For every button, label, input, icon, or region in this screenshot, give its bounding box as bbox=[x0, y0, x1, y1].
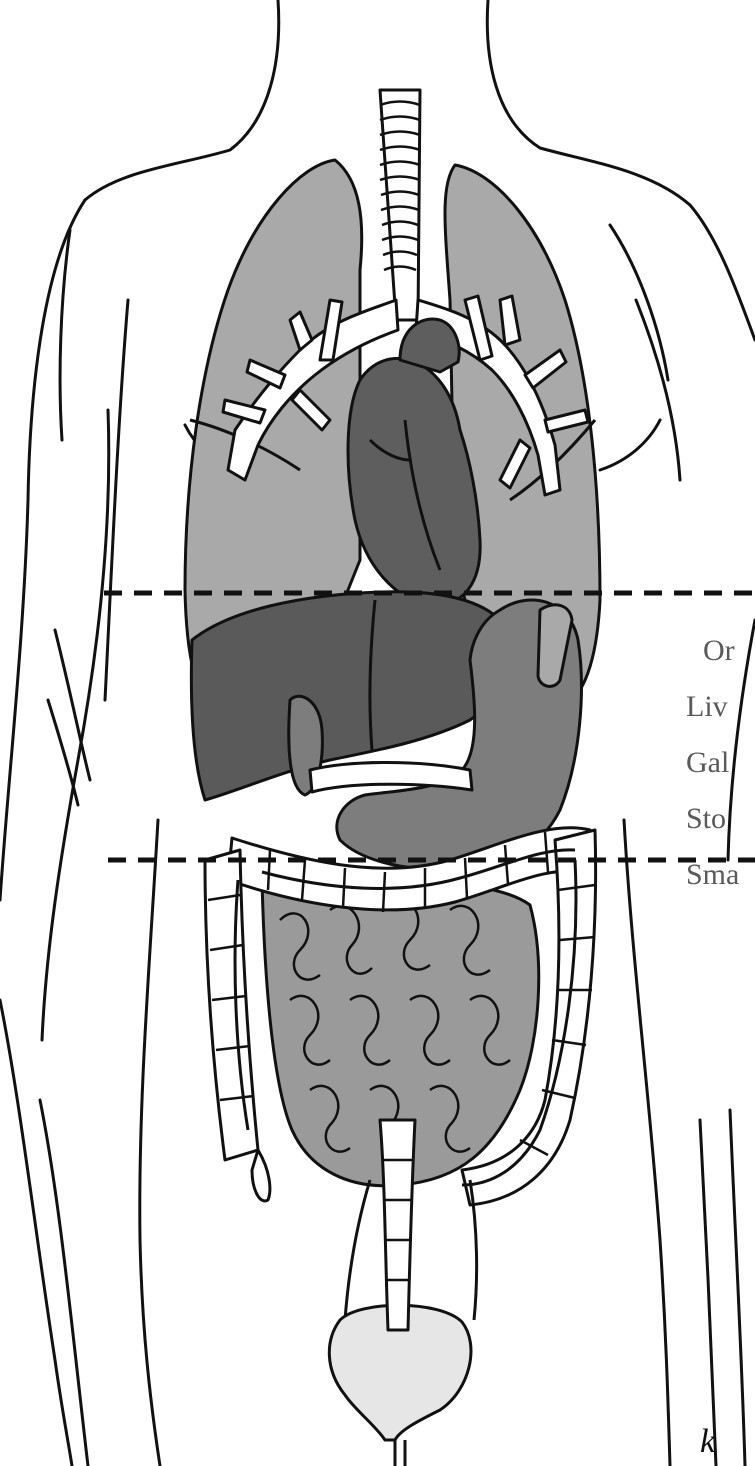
left-inner-torso bbox=[42, 410, 109, 1040]
right-pec-line bbox=[600, 420, 660, 470]
right-lower-line-2 bbox=[730, 1110, 745, 1466]
right-lower-line bbox=[700, 1120, 716, 1466]
right-arm-crease bbox=[610, 225, 668, 380]
ureter-left bbox=[345, 1180, 370, 1320]
legend-item-small-intestine: Sma bbox=[686, 858, 739, 891]
right-outer-arm bbox=[690, 205, 755, 340]
right-body-line bbox=[636, 300, 680, 480]
legend-item-gallbladder: Gal bbox=[686, 746, 729, 779]
left-hip-line bbox=[140, 820, 160, 1466]
neck-left-line bbox=[85, 0, 279, 200]
urethra bbox=[395, 1440, 405, 1466]
left-arm-crease bbox=[60, 230, 70, 440]
pancreas-band bbox=[310, 763, 472, 793]
appendix bbox=[252, 1150, 270, 1201]
right-hip-line bbox=[624, 820, 670, 1466]
legend-item-liver: Liv bbox=[686, 690, 728, 723]
legend: Or Liv Gal Sto Sma bbox=[686, 634, 739, 891]
neck-right-line bbox=[487, 0, 690, 205]
legend-item-stomach: Sto bbox=[686, 802, 726, 835]
trachea-tube bbox=[380, 90, 420, 320]
rectum bbox=[380, 1120, 415, 1330]
legend-heading: Or bbox=[703, 634, 735, 667]
artist-signature: k bbox=[700, 1423, 716, 1460]
aorta bbox=[400, 319, 459, 372]
